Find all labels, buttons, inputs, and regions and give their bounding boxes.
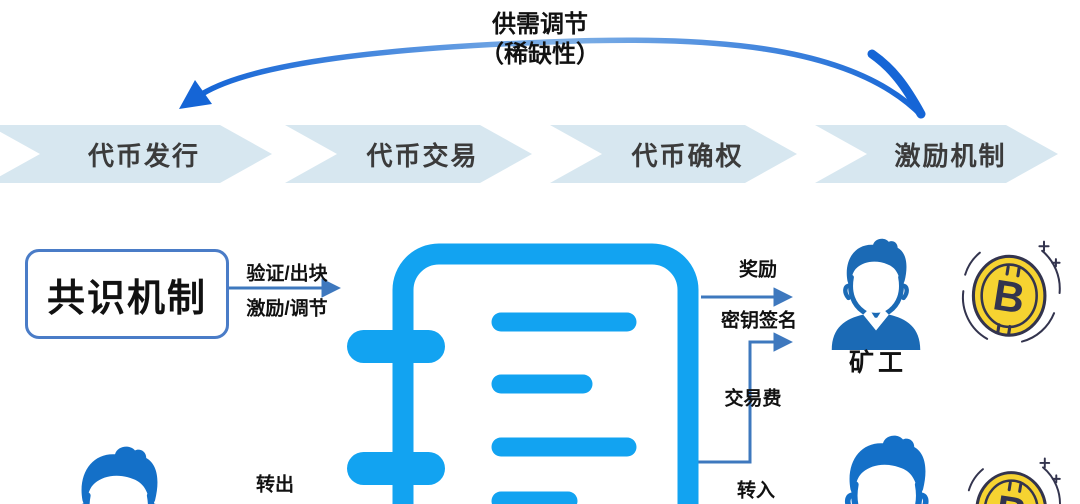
bitcoin-symbol: B [990,271,1028,323]
process-step-label: 代币确权 [631,140,744,171]
miner-icon [831,238,921,350]
bitcoin-icon: B [967,457,1061,504]
process-step-label: 代币发行 [87,140,200,171]
feedback-loop-line1: 供需调节 [492,11,588,38]
consensus-mechanism-title: 共识机制 [46,277,207,320]
transaction-fee-arrow [697,332,793,464]
user-icon [81,446,158,504]
process-step-token-confirmation: 代币确权 [550,125,797,183]
consensus-mechanism-box: 共识机制 [25,249,229,339]
ledger-icon [347,243,699,504]
miner-label: 矿工 [848,349,908,377]
verify-block-label: 验证/出块 [246,263,328,285]
key-signature-label: 密钥签名 [720,310,798,332]
process-step-label: 代币交易 [366,140,479,171]
feedback-loop-line2: （稀缺性） [480,41,600,68]
reward-label: 奖励 [738,259,778,281]
process-step-token-issuance: 代币发行 [0,125,272,183]
bitcoin-icon: B [961,240,1061,343]
transfer-out-label: 转出 [255,474,295,496]
feedback-loop-label: 供需调节 （稀缺性） [480,10,600,70]
curved-feedback-arrow-icon [179,37,926,119]
incentive-adjust-label: 激励/调节 [246,298,328,320]
user-icon [845,435,929,504]
transaction-fee-label: 交易费 [724,388,782,410]
process-step-label: 激励机制 [894,140,1007,171]
transfer-in-label: 转入 [736,480,776,502]
